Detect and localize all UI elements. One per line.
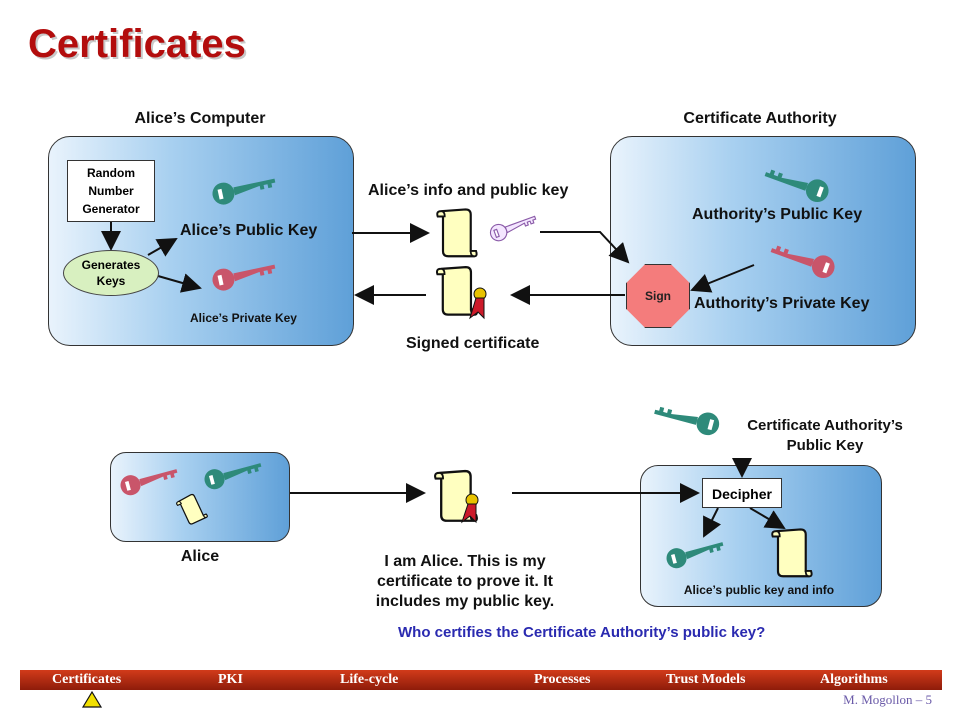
alice-statement: I am Alice. This is my certificate to pr… <box>320 552 610 612</box>
info-and-key-label: Alice’s info and public key <box>368 182 569 199</box>
signed-certificate-icon <box>435 265 478 316</box>
cert-to-sign-arrow <box>540 231 630 264</box>
authority-private-key-icon <box>768 237 838 282</box>
rng-line-1: Random <box>87 166 135 180</box>
slide-footer: M. Mogollon – 5 <box>843 692 932 707</box>
nav-item-processes[interactable]: Processes <box>534 672 591 687</box>
decipher-to-key-arrow <box>703 507 721 538</box>
decipher-box: Decipher <box>702 478 782 508</box>
authority-public-key-label: Authority’s Public Key <box>692 206 863 223</box>
alice-public-key-label: Alice’s Public Key <box>180 222 318 239</box>
generates-to-private-key-arrow <box>157 273 202 293</box>
page-title: Certificates <box>28 22 246 66</box>
ribbon-icon-2 <box>461 503 477 524</box>
rng-line-3: Generator <box>82 202 140 216</box>
alice-public-key-icon <box>210 171 278 207</box>
nav-bar: Certificates PKI Life-cycle Processes Tr… <box>20 670 942 690</box>
nav-item-algorithms[interactable]: Algorithms <box>820 672 888 687</box>
authority-private-key-label: Authority’s Private Key <box>694 295 870 312</box>
private-key-to-sign-arrow <box>690 264 755 293</box>
ribbon-icon <box>469 297 485 320</box>
generates-to-public-key-arrow <box>147 238 178 257</box>
ca-public-key-line-2: Public Key <box>786 437 864 454</box>
home-triangle-icon <box>81 690 103 708</box>
signed-certificate-label: Signed certificate <box>406 335 540 352</box>
generates-line-2: Keys <box>96 274 126 288</box>
alice-public-key-small-icon <box>202 456 264 492</box>
nav-item-pki[interactable]: PKI <box>218 672 243 687</box>
decipher-to-info-arrow <box>749 507 786 530</box>
recovered-public-key-icon <box>664 535 726 571</box>
alice-key-outline-icon <box>487 210 540 244</box>
ca-public-key-label: Certificate Authority’s Public Key <box>725 416 925 456</box>
nav-item-certificates[interactable]: Certificates <box>52 672 122 687</box>
generates-line-1: Generates <box>81 258 141 272</box>
random-number-generator: Random Number Generator <box>67 160 155 222</box>
alice-computer-label: Alice’s Computer <box>134 110 266 127</box>
authority-public-key-icon <box>762 161 832 206</box>
ca-label: Certificate Authority <box>683 110 837 127</box>
alice-statement-line-2: certificate to prove it. It <box>376 573 554 590</box>
sign-octagon: Sign <box>626 264 690 328</box>
alice-certificate-small-icon <box>175 491 209 527</box>
nav-item-life-cycle[interactable]: Life-cycle <box>340 672 399 687</box>
rng-line-2: Number <box>88 184 134 198</box>
unsigned-certificate-icon <box>436 208 478 258</box>
alice-private-key-icon <box>210 257 278 293</box>
alice-statement-line-1: I am Alice. This is my <box>384 553 546 570</box>
alice-statement-line-3: includes my public key. <box>375 593 555 610</box>
question-text: Who certifies the Certificate Authority’… <box>398 624 766 641</box>
ca-public-key-icon <box>652 398 722 438</box>
recovered-info-icon <box>771 528 813 578</box>
ca-public-key-line-1: Certificate Authority’s <box>747 417 903 434</box>
alice-private-key-small-icon <box>118 462 180 498</box>
public-key-and-info-label: Alice’s public key and info <box>683 583 835 597</box>
alice-private-key-label: Alice’s Private Key <box>190 311 297 325</box>
nav-item-trust-models[interactable]: Trust Models <box>666 672 746 687</box>
alice-label: Alice <box>180 548 220 565</box>
generates-keys: Generates Keys <box>63 250 159 296</box>
